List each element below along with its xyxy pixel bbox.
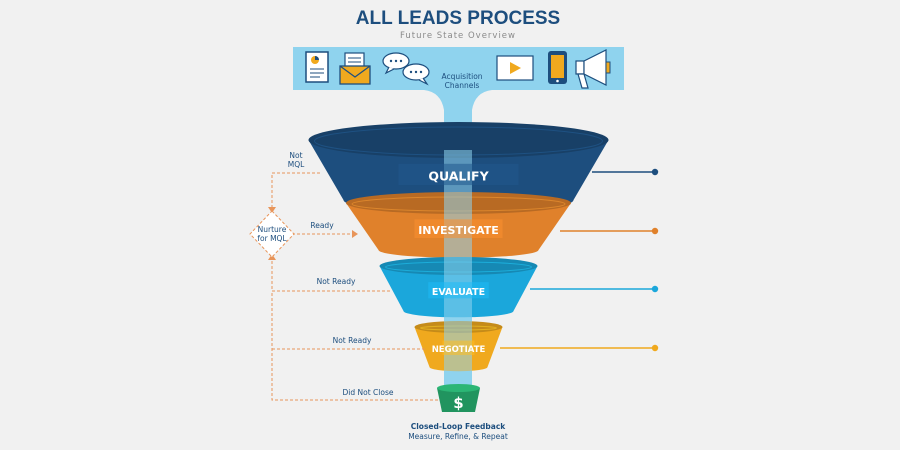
- funnel-stage-evaluate-label: EVALUATE: [432, 287, 485, 298]
- did-not-close-path: [271, 291, 438, 401]
- funnel-stage-labels: QUALIFY INVESTIGATE EVALUATE NEGOTIATE: [398, 163, 519, 356]
- not-mql-path: [271, 172, 320, 211]
- report-document-icon: [305, 51, 329, 83]
- investigate-output-dot: [651, 227, 659, 235]
- nurture-label-line1: Nurture: [258, 225, 287, 234]
- funnel-stage-negotiate-label-panel: [442, 340, 475, 356]
- negotiate-output-dot: [651, 344, 659, 352]
- acquisition-channels-label-line2: Channels: [445, 81, 480, 90]
- chat-bubbles-icon: [382, 52, 430, 86]
- ready-label: Ready: [310, 221, 334, 230]
- dollar-sign-icon: $: [453, 394, 463, 412]
- funnel-stage-negotiate-label: NEGOTIATE: [432, 345, 486, 355]
- mobile-phone-icon: [548, 51, 567, 84]
- funnel-stage-evaluate-label-panel: [428, 282, 489, 299]
- not-ready-path-1: [271, 256, 390, 292]
- footer-title: Closed-Loop Feedback: [411, 422, 507, 431]
- funnel-stage-investigate-label: INVESTIGATE: [418, 224, 499, 237]
- funnel-stage-qualify-label-panel: [398, 163, 519, 186]
- video-play-icon: [496, 55, 534, 81]
- feedback-loop: [271, 172, 438, 401]
- page-subtitle: Future State Overview: [400, 31, 516, 41]
- nurture-for-mql-node: Nurture for MQL: [249, 210, 295, 258]
- footer-subtitle: Measure, Refine, & Repeat: [408, 432, 508, 441]
- funnel-stage-qualify-label: QUALIFY: [428, 169, 489, 184]
- closed-deal-stage: $: [437, 384, 480, 412]
- not-mql-label-line1: Not: [289, 151, 302, 160]
- not-mql-label-line2: MQL: [288, 160, 305, 169]
- nurture-label-line2: for MQL: [257, 234, 287, 243]
- funnel-stage-qualify-rim: [308, 122, 609, 158]
- evaluate-output-dot: [651, 285, 659, 293]
- acquisition-channels-label-line1: Acquisition: [441, 72, 482, 81]
- page-title: ALL LEADS PROCESS: [356, 8, 560, 29]
- stage-output-connectors: [500, 168, 659, 352]
- not-ready-label-2: Not Ready: [333, 336, 372, 345]
- did-not-close-label: Did Not Close: [343, 388, 394, 397]
- not-ready-label-1: Not Ready: [317, 277, 356, 286]
- megaphone-icon: [575, 49, 611, 89]
- funnel-stage-investigate-label-panel: [414, 219, 503, 239]
- qualify-output-dot: [651, 168, 659, 176]
- email-envelope-icon: [339, 52, 371, 85]
